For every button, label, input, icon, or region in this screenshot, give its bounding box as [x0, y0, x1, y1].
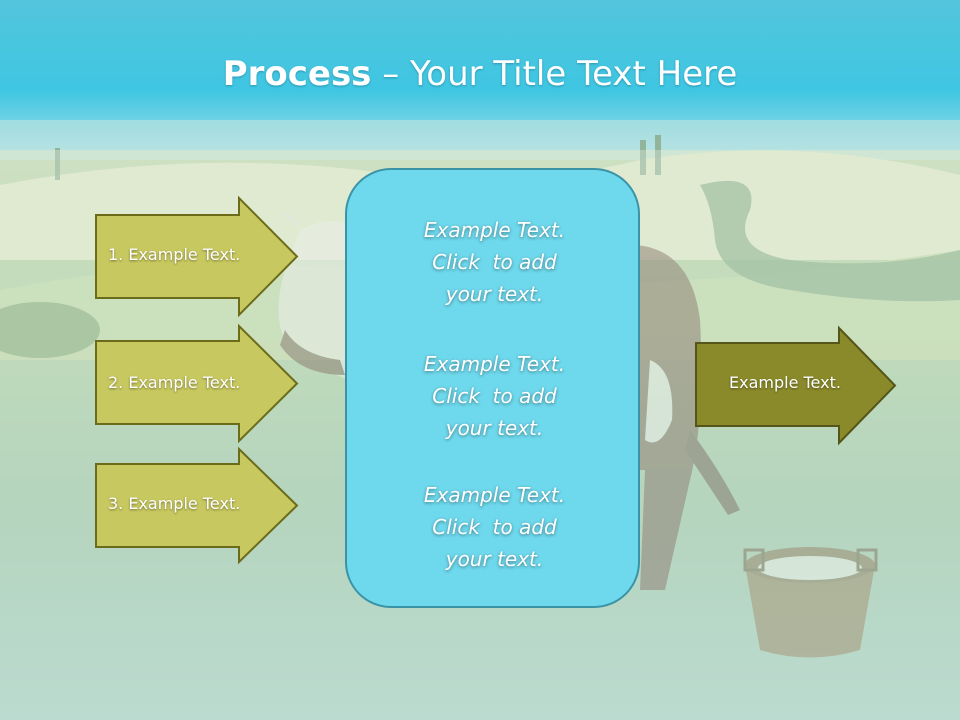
input-arrow-3-label: 3. Example Text. [108, 494, 241, 513]
input-arrow-1-label: 1. Example Text. [108, 245, 241, 264]
center-block-1-line-1: Example Text. [423, 218, 566, 242]
center-block-3-line-3: your text. [445, 547, 544, 571]
center-text-block-3[interactable]: Example Text. Click to add your text. [347, 479, 642, 575]
center-block-3-line-2: Click to add [432, 515, 557, 539]
center-block-1-line-2: Click to add [432, 250, 557, 274]
center-text-box[interactable]: Example Text. Click to add your text. Ex… [345, 168, 640, 608]
title-bold: Process [222, 54, 372, 94]
input-arrow-1[interactable]: 1. Example Text. [95, 195, 300, 318]
center-block-2-line-2: Click to add [432, 384, 557, 408]
input-arrow-2-label: 2. Example Text. [108, 373, 241, 392]
center-block-1-line-3: your text. [445, 282, 544, 306]
center-text-block-1[interactable]: Example Text. Click to add your text. [347, 214, 642, 310]
input-arrow-3[interactable]: 3. Example Text. [95, 446, 300, 565]
output-arrow-label: Example Text. [729, 373, 841, 392]
output-arrow[interactable]: Example Text. [695, 325, 898, 446]
title-rest: – Your Title Text Here [371, 54, 738, 94]
center-block-3-line-1: Example Text. [423, 483, 566, 507]
input-arrow-2[interactable]: 2. Example Text. [95, 323, 300, 444]
center-block-2-line-1: Example Text. [423, 352, 566, 376]
center-text-block-2[interactable]: Example Text. Click to add your text. [347, 348, 642, 444]
slide-title: Process – Your Title Text Here [0, 52, 960, 96]
center-block-2-line-3: your text. [445, 416, 544, 440]
